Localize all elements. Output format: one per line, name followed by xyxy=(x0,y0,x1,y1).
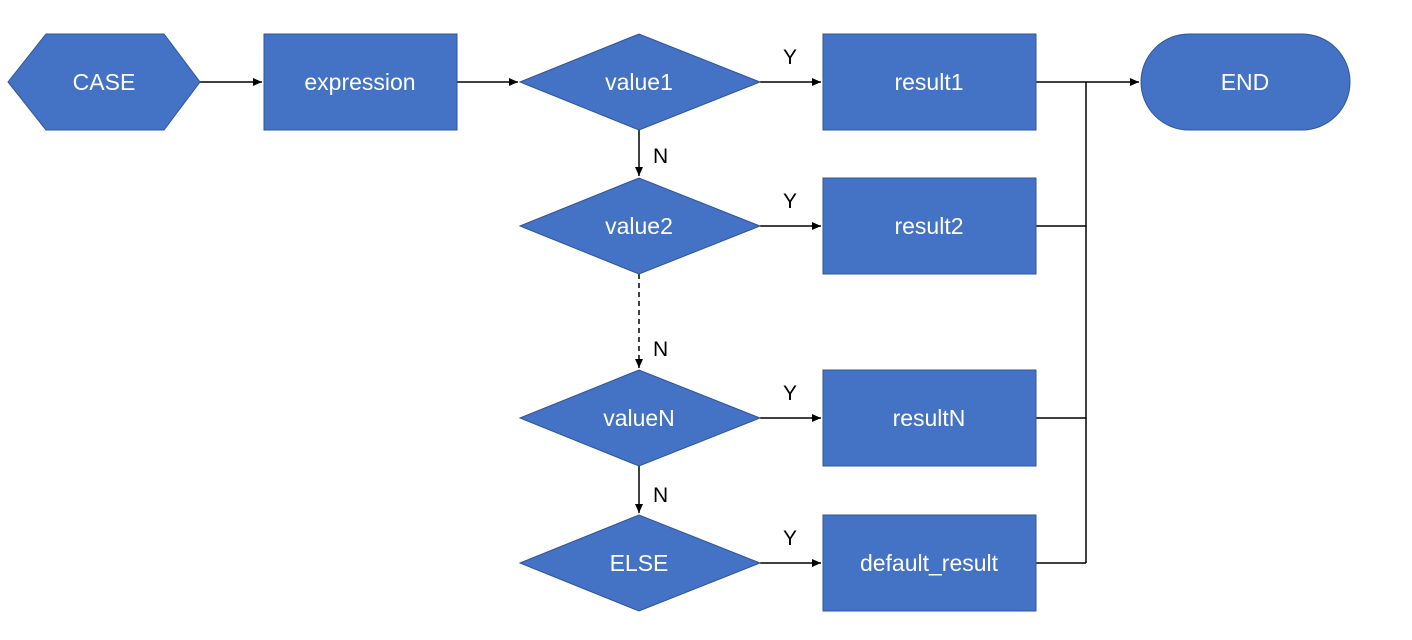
process-shape xyxy=(822,177,1037,275)
no-label-value2: N xyxy=(653,338,668,361)
value1-decision: value1 xyxy=(518,33,762,131)
diamond-shape xyxy=(518,33,762,131)
result2-node: result2 xyxy=(822,177,1037,275)
result1-label: result1 xyxy=(894,69,963,95)
resultN-node: resultN xyxy=(822,369,1037,467)
yes-label-valueN: Y xyxy=(783,382,797,405)
valueN-decision: valueN xyxy=(518,369,762,467)
process-shape xyxy=(263,33,458,131)
no-label-value1: N xyxy=(653,145,668,168)
end-node: END xyxy=(1140,33,1351,131)
yes-label-value2: Y xyxy=(783,190,797,213)
value1-label: value1 xyxy=(605,69,673,95)
valueN-label: valueN xyxy=(603,405,675,431)
edge-labels: Y Y Y Y N N N xyxy=(653,46,797,550)
resultN-label: resultN xyxy=(893,405,966,431)
connectors xyxy=(200,78,1139,567)
yes-label-else: Y xyxy=(783,527,797,550)
process-shape xyxy=(822,33,1037,131)
process-shape xyxy=(822,369,1037,467)
end-label: END xyxy=(1221,69,1270,95)
default-result-node: default_result xyxy=(822,514,1037,612)
expression-node: expression xyxy=(263,33,458,131)
else-decision: ELSE xyxy=(518,514,762,612)
case-label: CASE xyxy=(73,69,136,95)
diamond-shape xyxy=(518,177,762,275)
value2-label: value2 xyxy=(605,213,673,239)
terminator-shape xyxy=(1140,33,1351,131)
default-result-label: default_result xyxy=(860,550,999,576)
else-label: ELSE xyxy=(610,550,669,576)
diamond-shape xyxy=(518,369,762,467)
case-node: CASE xyxy=(7,33,201,131)
yes-label-value1: Y xyxy=(783,46,797,69)
result2-label: result2 xyxy=(894,213,963,239)
result1-node: result1 xyxy=(822,33,1037,131)
no-label-valueN: N xyxy=(653,484,668,507)
hexagon-shape xyxy=(7,33,201,131)
diamond-shape xyxy=(518,514,762,612)
value2-decision: value2 xyxy=(518,177,762,275)
process-shape xyxy=(822,514,1037,612)
expression-label: expression xyxy=(304,69,415,95)
